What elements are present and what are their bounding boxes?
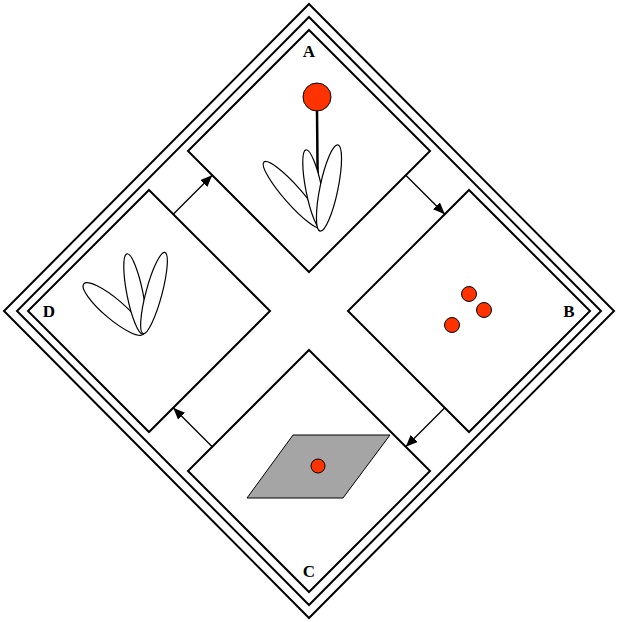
cycle-arrow [173,408,212,447]
stage-box: D [27,189,271,433]
cycle-arrow [406,175,445,214]
stage-letter: B [563,303,574,320]
diamond-outline [27,189,271,433]
diamond-border [188,350,430,592]
cycle-arrow [173,175,212,214]
cycle-arrow [406,408,445,447]
stage-box: B [347,189,591,433]
diamond-outline [187,29,431,273]
stage-letter: D [43,303,55,320]
stage-box: C [187,349,431,593]
soil-patch [247,435,390,498]
seed [462,287,477,302]
stage-letter: C [303,563,315,580]
seed [311,459,325,473]
diamond-border [188,30,430,272]
diamond-outline [347,189,591,433]
seed [477,303,492,318]
diamond-border [28,190,270,432]
seed [445,318,460,333]
diamond-outline [187,349,431,593]
flower-head [303,83,331,111]
outer-frame [4,4,614,618]
stage-box: A [187,29,431,273]
diamond-border [348,190,590,432]
stage-letter: A [303,43,315,60]
leaf [311,143,346,233]
leaf [135,250,172,335]
inner-frame [17,17,601,605]
